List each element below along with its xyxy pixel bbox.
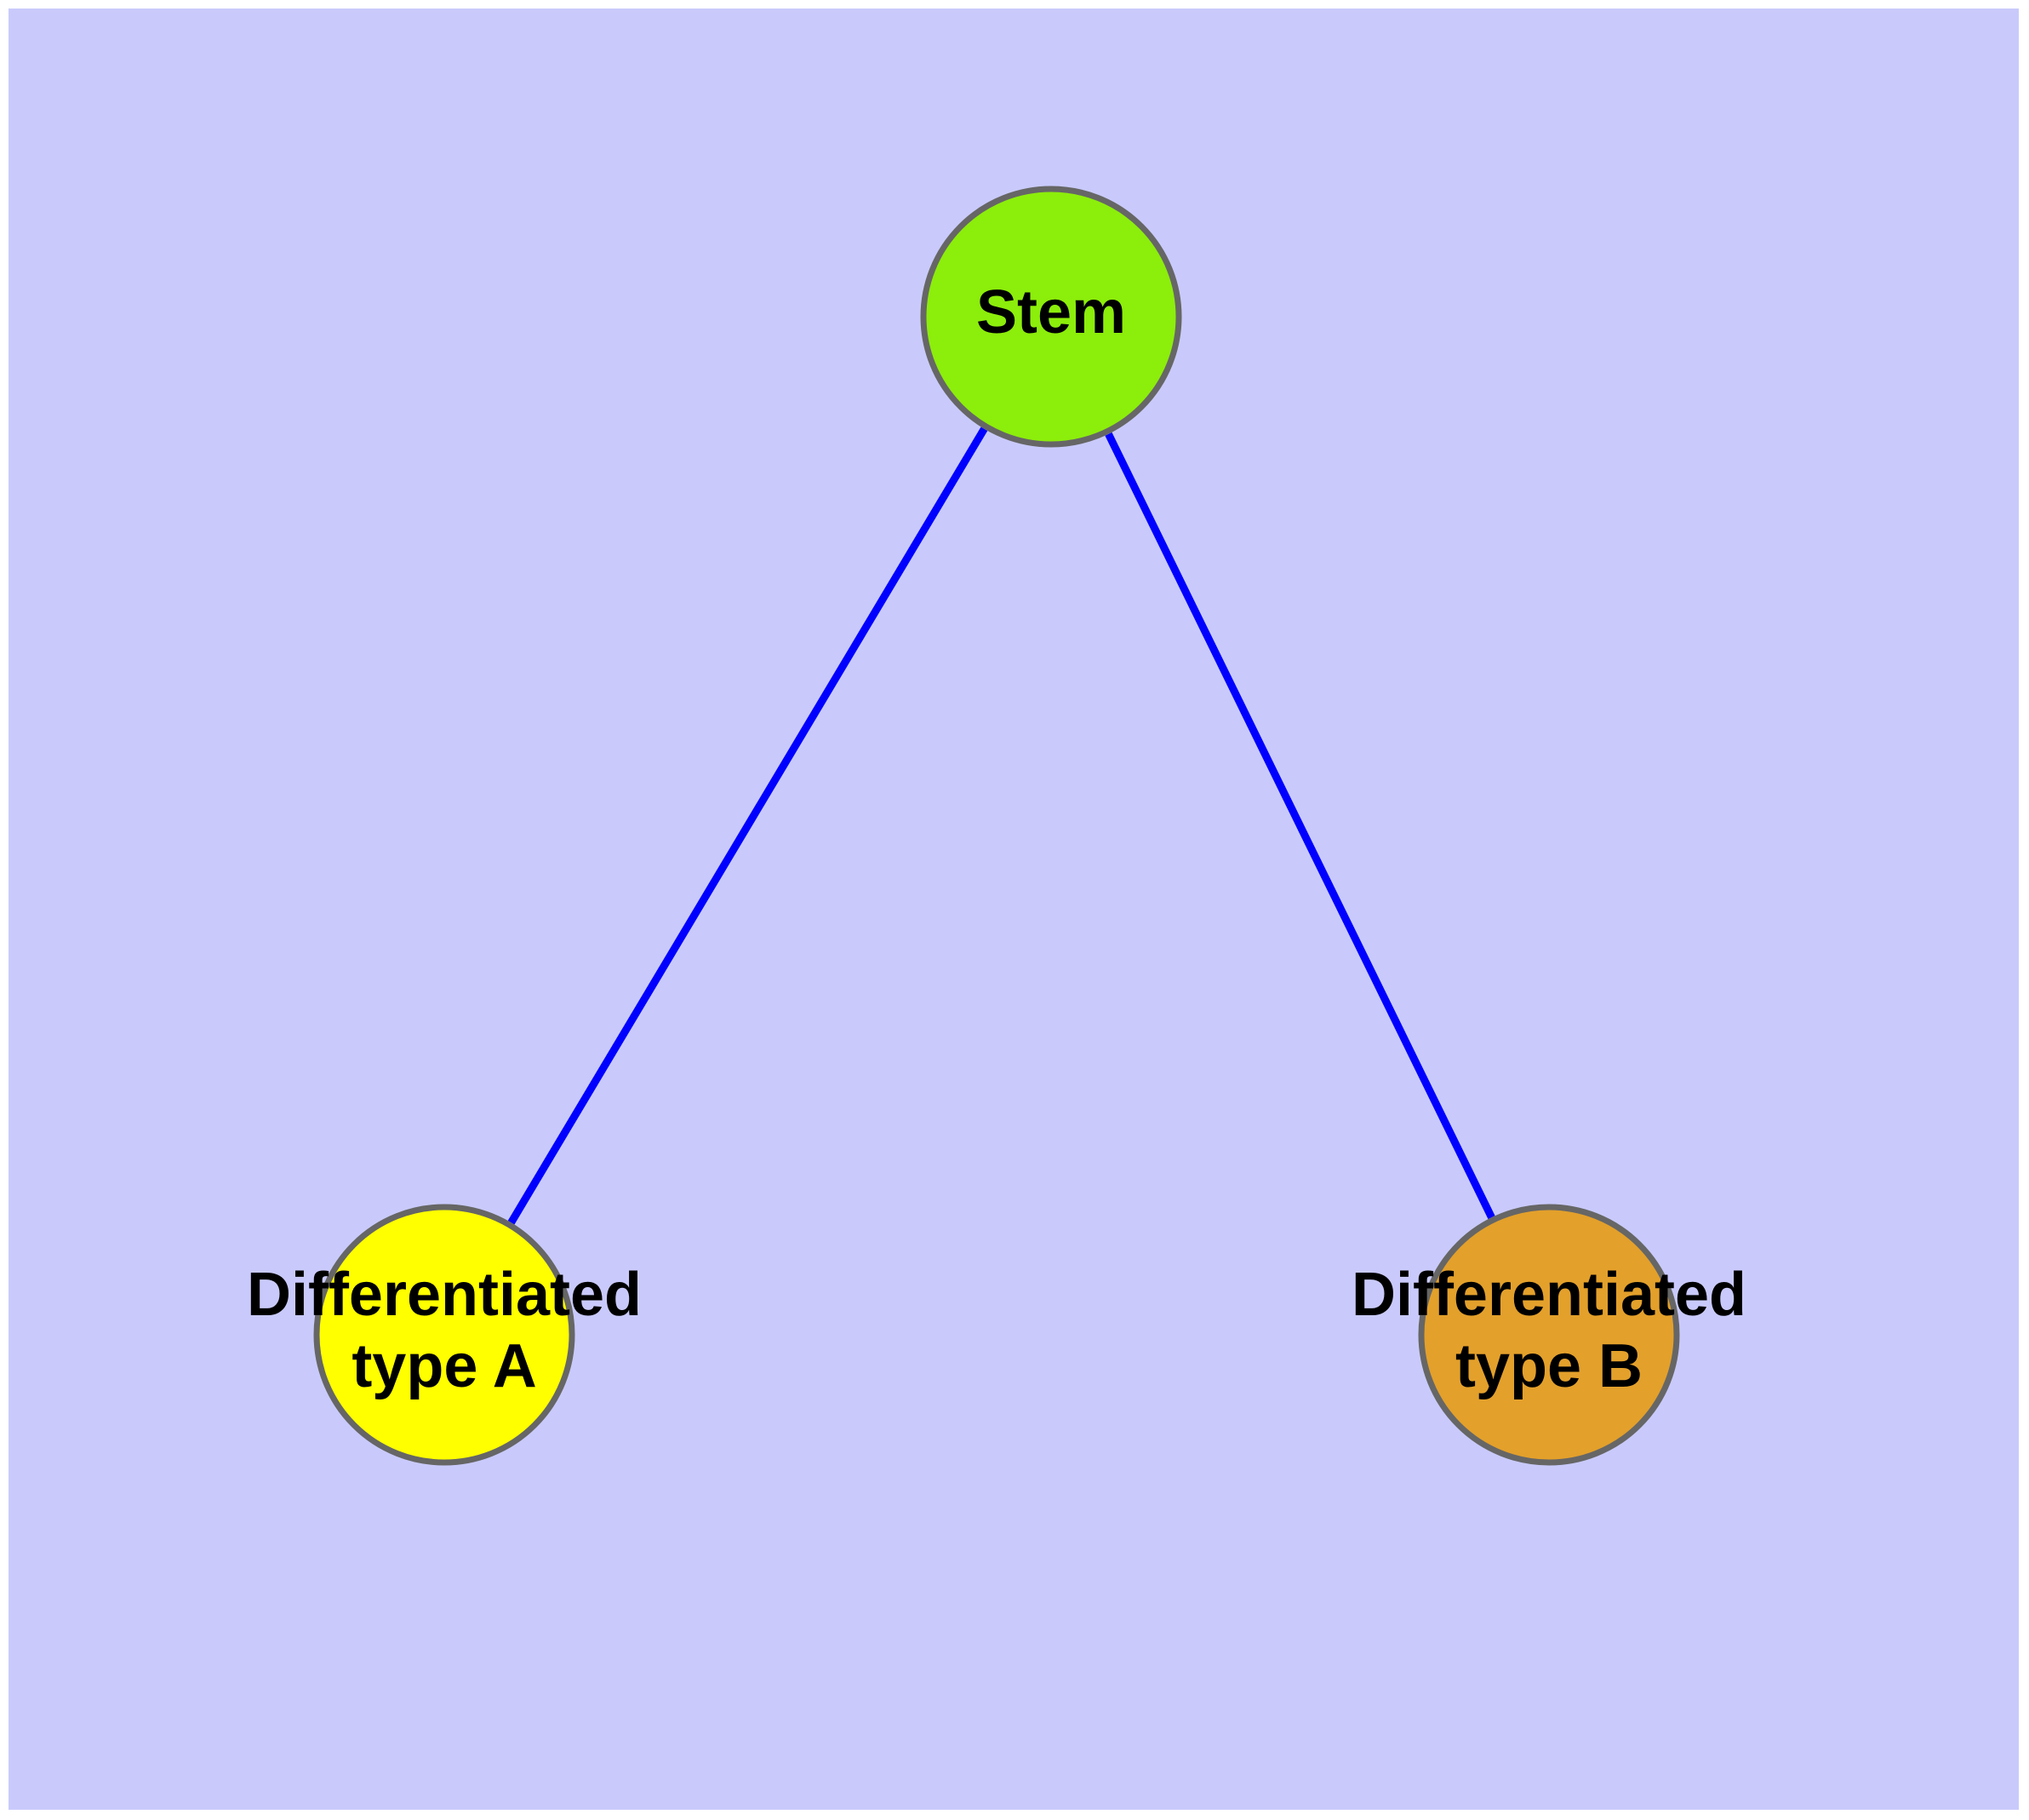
- node-diff_a[interactable]: [313, 1204, 575, 1466]
- node-stem[interactable]: [920, 186, 1182, 448]
- edge-stem-to-b: [1105, 432, 1495, 1220]
- node-diff_b[interactable]: [1418, 1204, 1680, 1466]
- node-label-line: Differentiated: [247, 1261, 642, 1329]
- edge-stem-to-a: [507, 426, 988, 1225]
- node-label-line: type B: [1455, 1332, 1643, 1400]
- node-label-stem: Stem: [976, 278, 1126, 346]
- node-label-line: Stem: [976, 278, 1126, 346]
- node-label-line: Differentiated: [1352, 1261, 1746, 1329]
- node-label-line: type A: [352, 1332, 536, 1400]
- edges-layer: [507, 426, 1495, 1225]
- nodes-layer: [313, 186, 1680, 1466]
